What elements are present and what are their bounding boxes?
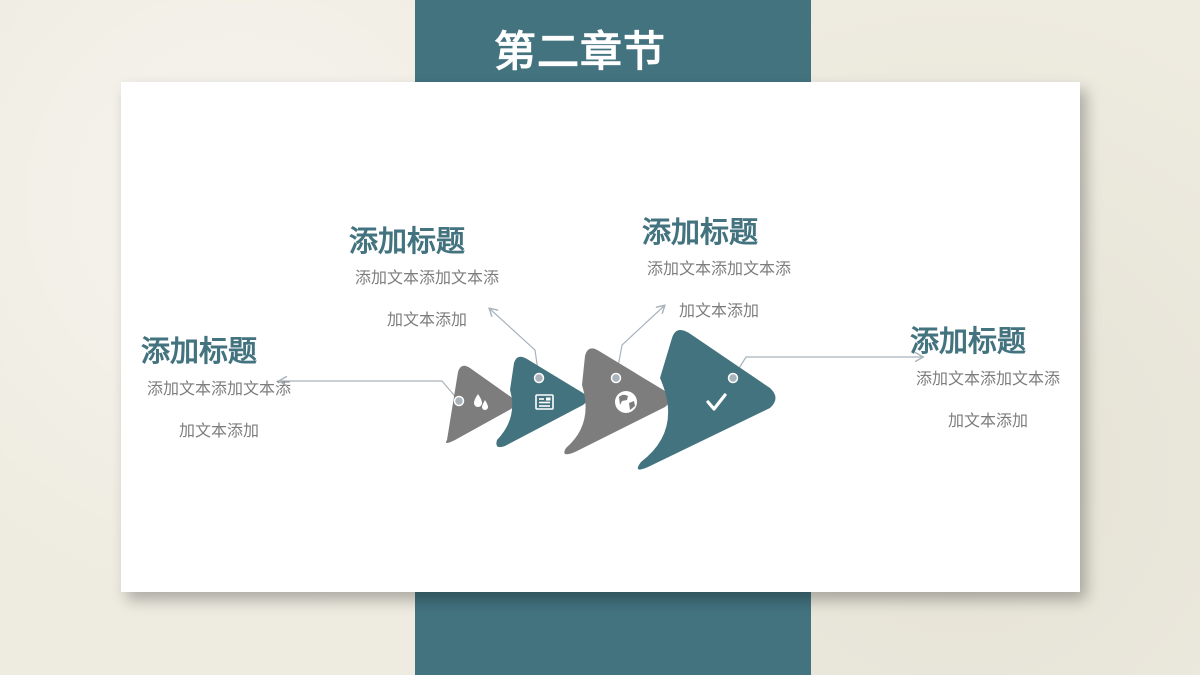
item-2-title: 添加标题 — [349, 224, 466, 258]
connector-dots — [453, 372, 739, 407]
water-drops-icon — [474, 394, 488, 410]
step-shape-4 — [637, 329, 776, 470]
item-4-text-line2: 加文本添加 — [947, 411, 1028, 430]
connector-dot-3 — [610, 372, 622, 384]
checkmark-icon — [706, 393, 727, 411]
item-3-text-line2: 加文本添加 — [678, 301, 759, 320]
newspaper-icon — [535, 394, 554, 410]
item-4-title: 添加标题 — [910, 324, 1027, 358]
globe-icon — [615, 391, 637, 413]
slide-title: 第二章节 — [493, 27, 666, 76]
connector-1 — [280, 381, 460, 402]
item-2-text-line1: 添加文本添加文本添 — [354, 268, 499, 287]
item-3-title: 添加标题 — [642, 215, 759, 249]
item-1-text-line1: 添加文本添加文本添 — [146, 379, 291, 398]
item-4-text-line1: 添加文本添加文本添 — [915, 369, 1060, 388]
item-1-title: 添加标题 — [141, 334, 258, 368]
connector-4 — [732, 357, 922, 379]
connector-dot-4 — [727, 372, 739, 384]
connector-dot-1 — [453, 395, 465, 407]
connector-dot-2 — [533, 372, 545, 384]
item-1-text-line2: 加文本添加 — [178, 421, 259, 440]
content-card — [121, 82, 1080, 592]
item-2-text-line2: 加文本添加 — [386, 310, 467, 329]
item-3-text-line1: 添加文本添加文本添 — [646, 259, 791, 278]
